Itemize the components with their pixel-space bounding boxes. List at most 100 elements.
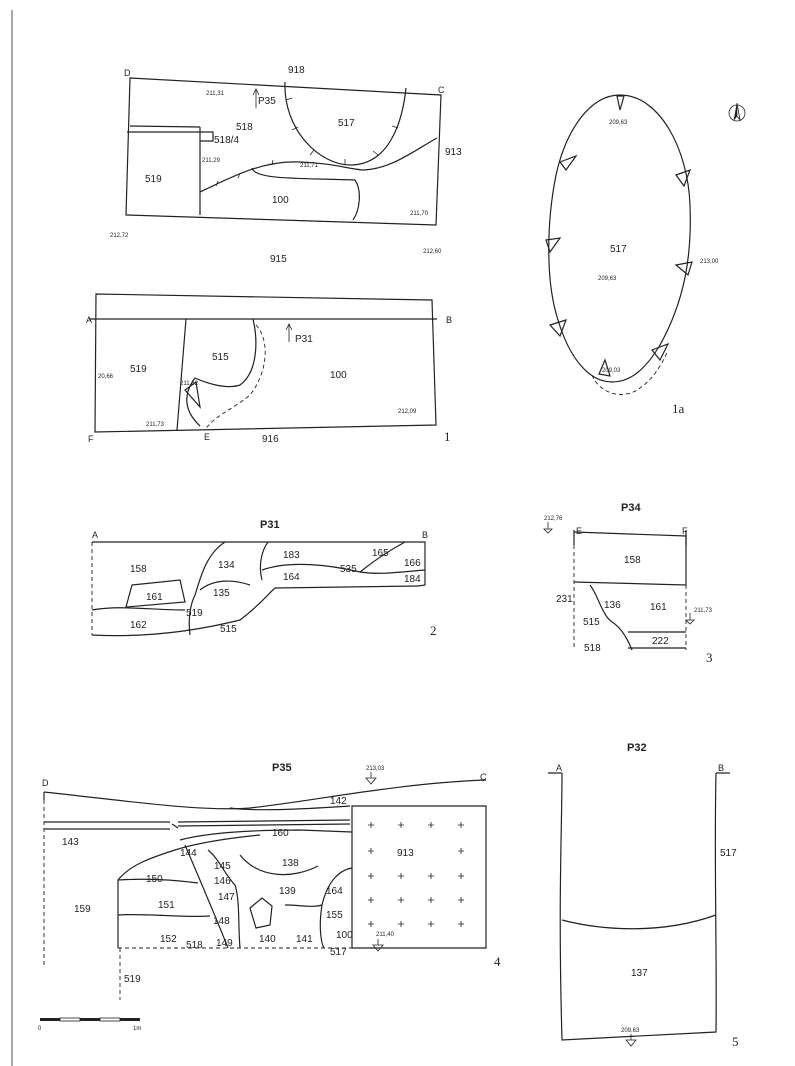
plan-1-lower: A B F E 515 519 100 P31 211,62 211,73 21… [86, 293, 452, 445]
layer-165: 165 [372, 548, 389, 559]
figure-number-1a: 1a [672, 401, 685, 416]
layer-100-P35: 100 [336, 930, 353, 941]
corner-B-P31: B [422, 530, 428, 540]
label-916: 916 [262, 434, 279, 445]
elev-209-63-top: 209,63 [609, 120, 628, 126]
figure-number-4: 4 [494, 954, 501, 969]
scale-one-meter-label: 1m [133, 1026, 141, 1032]
figure-number-2: 2 [430, 623, 437, 638]
layer-166: 166 [404, 558, 421, 569]
elev-209-03: 209,03 [602, 368, 621, 374]
elev-212-72: 212,72 [110, 233, 129, 239]
label-518: 518 [236, 122, 253, 133]
layer-161-P34: 161 [650, 602, 667, 613]
corner-A-plan: A [86, 315, 92, 325]
label-517-plan: 517 [338, 118, 355, 129]
layer-158-P31: 158 [130, 564, 147, 575]
section-P31: P31 A B 158 134 183 164 535 165 166 184 … [91, 519, 437, 638]
section-P35-title: P35 [272, 762, 292, 774]
elev-209-63-mid: 209,63 [598, 276, 617, 282]
corner-F-P34: F [682, 526, 688, 536]
layer-159: 159 [74, 904, 91, 915]
layer-143: 143 [62, 837, 79, 848]
label-P35-arrow: P35 [258, 96, 276, 107]
label-915: 915 [270, 254, 287, 265]
layer-518-P34: 518 [584, 643, 601, 654]
layer-152: 152 [160, 934, 177, 945]
corner-B-plan: B [446, 315, 452, 325]
plan-1-upper: D C 918 913 518 518/4 517 519 100 P35 21… [110, 65, 462, 265]
layer-135: 135 [213, 588, 230, 599]
layer-164-P31: 164 [283, 572, 300, 583]
scale-bar: 0 1m [38, 1017, 141, 1032]
layer-155: 155 [326, 910, 343, 921]
corner-B-P32: B [718, 763, 724, 773]
layer-160: 160 [272, 828, 289, 839]
layer-144: 144 [180, 848, 197, 859]
label-515-plan: 515 [212, 352, 229, 363]
layer-519-P31: 519 [186, 608, 203, 619]
elev-211-40: 211,40 [376, 932, 395, 938]
elev-212-09: 212,09 [398, 409, 417, 415]
corner-C-P35: C [480, 772, 487, 782]
corner-E-plan: E [204, 432, 210, 442]
layer-137: 137 [631, 968, 648, 979]
elev-211-62: 211,62 [180, 381, 199, 387]
layer-146: 146 [214, 876, 231, 887]
figure-number-5: 5 [732, 1034, 739, 1049]
layer-231: 231 [556, 594, 573, 605]
elev-211-29: 211,29 [202, 158, 221, 164]
elev-209-63-P32: 209,63 [621, 1028, 640, 1034]
plan-1a-oval: 209,63 517 209,63 213,00 209,03 1a [545, 94, 746, 416]
layer-134: 134 [218, 560, 235, 571]
section-P34: P34 E F 212,76 158 231 136 161 211,73 51… [543, 502, 713, 665]
fill-crosses-913 [368, 822, 464, 927]
layer-913-section: 913 [397, 848, 414, 859]
layer-145: 145 [214, 861, 231, 872]
layer-150: 150 [146, 874, 163, 885]
layer-148: 148 [213, 916, 230, 927]
layer-183: 183 [283, 550, 300, 561]
section-P31-title: P31 [260, 519, 280, 531]
layer-518-P35: 518 [186, 940, 203, 951]
corner-E-P34: E [576, 526, 582, 536]
elev-211-73: 211,73 [146, 422, 165, 428]
layer-517-P35: 517 [330, 947, 347, 958]
layer-149: 149 [216, 938, 233, 949]
corner-D-upper: D [124, 68, 131, 78]
elev-211-71: 211,71 [300, 163, 319, 169]
layer-147: 147 [218, 892, 235, 903]
layer-158-P34: 158 [624, 555, 641, 566]
label-100-lower: 100 [330, 370, 347, 381]
layer-161-P31: 161 [146, 592, 163, 603]
label-519-upper: 519 [145, 174, 162, 185]
layer-222: 222 [652, 636, 669, 647]
corner-A-P32: A [556, 763, 562, 773]
label-913: 913 [445, 147, 462, 158]
label-P31-arrow: P31 [295, 334, 313, 345]
corner-C-upper: C [438, 85, 445, 95]
label-518-4: 518/4 [214, 135, 239, 146]
elev-213-03: 213,03 [366, 766, 385, 772]
corner-D-P35: D [42, 778, 49, 788]
label-519-lower: 519 [130, 364, 147, 375]
section-P35: P35 D C 213,03 142 143 160 913 144 145 1… [42, 762, 501, 1000]
scale-zero-label: 0 [38, 1026, 42, 1032]
layer-141: 141 [296, 934, 313, 945]
elev-211-31: 211,31 [206, 91, 225, 97]
layer-139: 139 [279, 886, 296, 897]
layer-140: 140 [259, 934, 276, 945]
layer-162: 162 [130, 620, 147, 631]
layer-184: 184 [404, 574, 421, 585]
label-918: 918 [288, 65, 305, 76]
elev-212-60: 212,60 [423, 249, 442, 255]
label-100-upper: 100 [272, 195, 289, 206]
corner-F-plan: F [88, 434, 94, 444]
elev-211-70: 211,70 [410, 211, 429, 217]
layer-519-P35: 519 [124, 974, 141, 985]
figure-number-1: 1 [444, 429, 451, 444]
layer-142: 142 [330, 796, 347, 807]
corner-A-P31: A [92, 530, 98, 540]
